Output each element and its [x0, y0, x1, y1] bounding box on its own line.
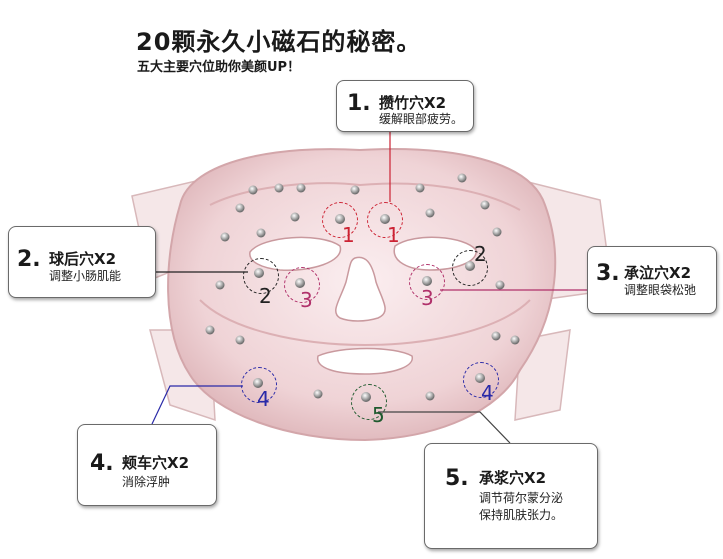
marker-1-left-label: 1	[342, 223, 355, 247]
marker-2-left	[243, 258, 279, 294]
marker-4-left	[241, 367, 277, 403]
marker-2-left-label: 2	[259, 284, 272, 308]
marker-2-right-label: 2	[474, 242, 487, 266]
callout-2-number: 2.	[17, 247, 41, 272]
marker-3-left	[284, 267, 320, 303]
callout-3-name: 承泣穴X2	[624, 264, 692, 282]
callout-1-name: 攒竹穴X2	[379, 94, 447, 112]
callout-5-desc: 调节荷尔蒙分泌 保持肌肤张力。	[479, 490, 563, 524]
page-subtitle: 五大主要穴位助你美颜UP！	[137, 60, 301, 75]
marker-3-right	[409, 264, 445, 300]
marker-3-left-label: 3	[300, 288, 313, 312]
callout-2-name: 球后穴X2	[49, 250, 117, 268]
marker-4-right-label: 4	[481, 381, 494, 405]
marker-4-left-label: 4	[257, 387, 270, 411]
callout-1-desc: 缓解眼部疲劳。	[379, 112, 464, 126]
callout-5: 5. 承浆穴X2 调节荷尔蒙分泌 保持肌肤张力。	[424, 443, 598, 549]
marker-1-left	[322, 202, 358, 238]
callout-3: 3. 承泣穴X2 调整眼袋松弛	[587, 246, 717, 314]
callout-5-desc-line2: 保持肌肤张力。	[479, 508, 564, 522]
leader-4	[151, 385, 243, 425]
callout-4-name: 颊车穴X2	[122, 454, 190, 472]
page-title: 20颗永久小磁石的秘密。	[136, 28, 422, 56]
callout-4-number: 4.	[90, 451, 114, 476]
callout-1-number: 1.	[347, 91, 371, 116]
callout-2: 2. 球后穴X2 调整小肠肌能	[8, 226, 156, 298]
callout-3-number: 3.	[596, 261, 620, 286]
marker-5-label: 5	[372, 403, 385, 427]
marker-3-right-label: 3	[421, 286, 434, 310]
callout-1: 1. 攒竹穴X2 缓解眼部疲劳。	[336, 80, 474, 132]
mouth-hole	[317, 347, 413, 375]
marker-1-right	[367, 202, 403, 238]
leader-5	[378, 411, 511, 444]
callout-2-desc: 调整小肠肌能	[49, 269, 122, 283]
callout-5-number: 5.	[445, 466, 469, 491]
marker-1-right-label: 1	[387, 223, 400, 247]
callout-5-name: 承浆穴X2	[479, 469, 547, 487]
marker-2-right	[452, 250, 488, 286]
callout-4: 4. 颊车穴X2 消除浮肿	[77, 424, 217, 506]
marker-4-right	[463, 362, 499, 398]
nose-hole	[335, 256, 386, 322]
marker-5	[351, 384, 387, 420]
callout-3-desc: 调整眼袋松弛	[624, 283, 697, 297]
callout-4-desc: 消除浮肿	[122, 475, 171, 489]
callout-5-desc-line1: 调节荷尔蒙分泌	[479, 491, 564, 505]
